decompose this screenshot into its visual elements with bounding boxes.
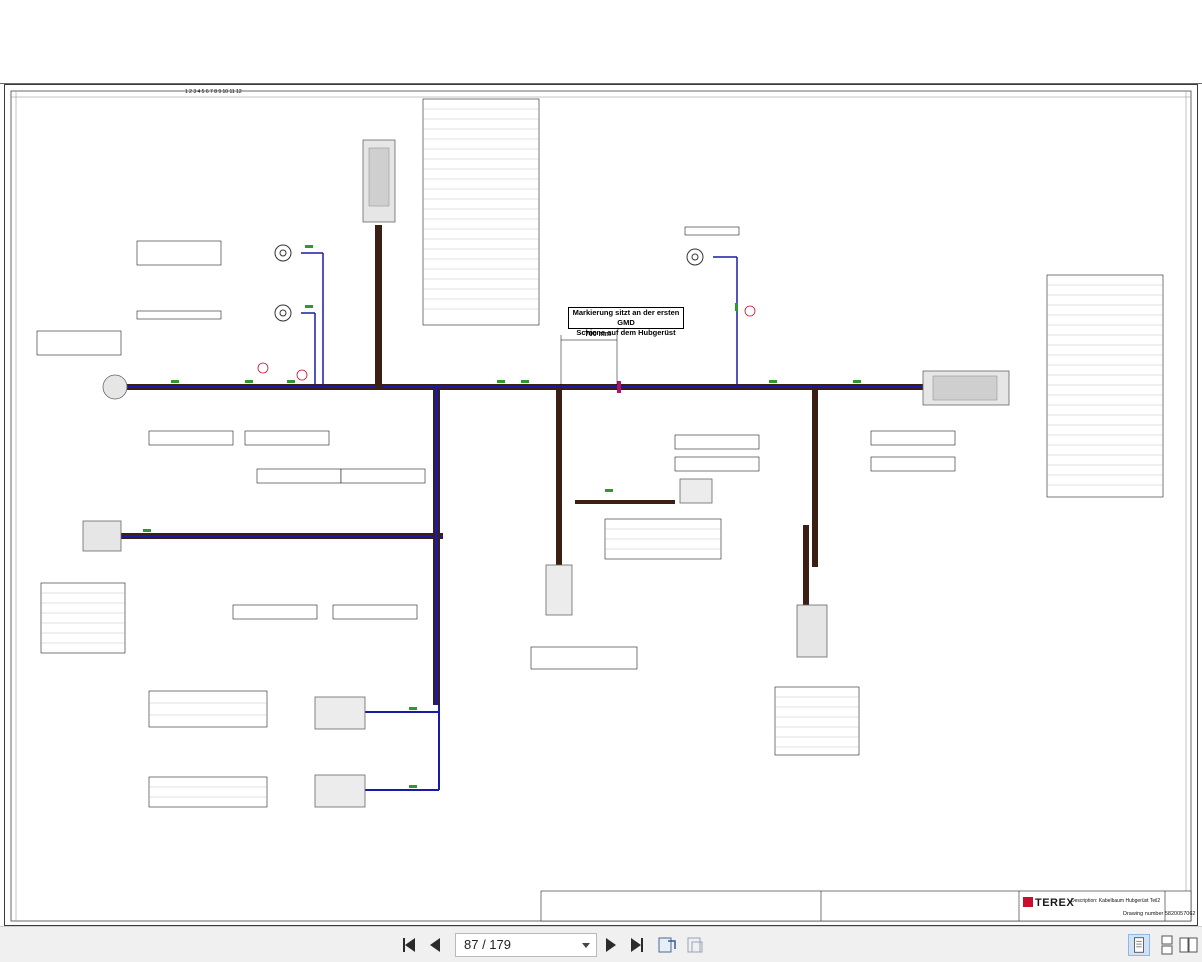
viewer-top-area [0,0,1202,84]
connector-w2 [314,774,366,808]
connector-mid-box [679,478,713,504]
next-page-icon[interactable] [600,935,622,955]
continuous-icon[interactable] [1156,934,1178,956]
previous-page-icon[interactable] [424,935,446,955]
connector-round-left [102,374,128,400]
brand-logo: TEREX [1023,897,1074,909]
page-select[interactable]: 87 / 179 [455,933,597,957]
marking-callout: Markierung sitzt an der ersten GMD Schie… [568,307,684,337]
table-rows [41,108,1163,798]
chevron-down-icon [582,943,590,948]
terex-mark-icon [1023,897,1033,907]
rotate-icon[interactable] [656,935,678,955]
harness-trunk [121,225,923,791]
single-page-icon[interactable] [1128,934,1150,956]
connector-x1-right [922,370,1010,406]
connector-tables [36,98,1164,808]
clip-markers [143,245,861,788]
connector-w1 [314,696,366,730]
first-page-icon[interactable] [398,935,420,955]
page-indicator: 87 / 179 [464,937,511,952]
dimension-line [560,335,618,385]
callout-line-1: Markierung sitzt an der ersten GMD [572,308,680,327]
callout-line-2: Schiene auf dem Hubgerüst [576,328,676,337]
viewer-toolbar: 87 / 179 [0,926,1202,962]
connector-x1-top [362,139,396,223]
ring-terminal-icons [274,244,704,322]
schematic-page: 1 2 3 4 5 6 7 8 9 10 11 12 Markierung si… [4,84,1198,926]
connector-x3-bottom [796,604,828,658]
wiring-diagram: 1 2 3 4 5 6 7 8 9 10 11 12 [10,89,1192,922]
last-page-icon[interactable] [626,935,648,955]
connector-x10-left [82,520,122,552]
column-numbers: 1 2 3 4 5 6 7 8 9 10 11 12 [185,89,242,95]
dimension-label: 700 mm [584,331,612,338]
brand-name: TEREX [1035,897,1075,909]
drawing-number: Drawing number 5820057062 [1123,911,1196,917]
fit-icon[interactable] [684,935,706,955]
facing-pages-icon[interactable] [1178,934,1200,956]
connector-lower-mid [545,564,573,616]
marker-a-icons [257,305,756,381]
title-block [540,890,1192,922]
title-description: Description: Kabelbaum Hubgerüst Teil2 [1071,898,1161,904]
